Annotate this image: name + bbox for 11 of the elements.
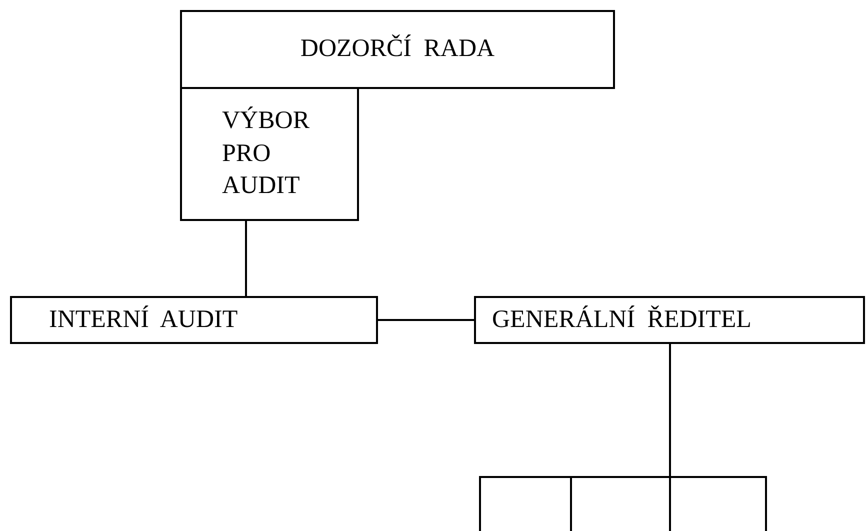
org-box bbox=[180, 87, 359, 221]
org-box bbox=[10, 296, 378, 344]
connector-line bbox=[378, 319, 474, 321]
org-box bbox=[180, 10, 615, 89]
box-title: DOZORČÍ RADA bbox=[300, 34, 495, 64]
box-title: INTERNÍ AUDIT bbox=[49, 304, 238, 335]
org-box bbox=[474, 296, 865, 344]
connector-line bbox=[669, 344, 767, 531]
box-title: GENERÁLNÍ ŘEDITEL bbox=[492, 304, 752, 335]
connector-line bbox=[245, 221, 247, 296]
box-title: VÝBOR PRO AUDIT bbox=[222, 106, 311, 202]
